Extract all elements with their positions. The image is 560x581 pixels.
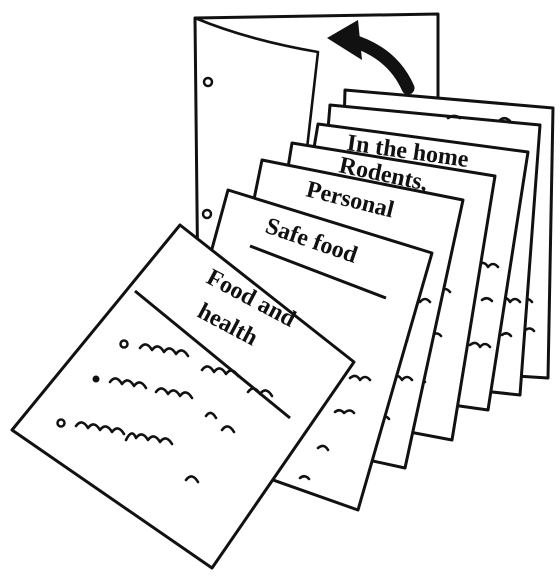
bullet-2: [93, 376, 100, 383]
